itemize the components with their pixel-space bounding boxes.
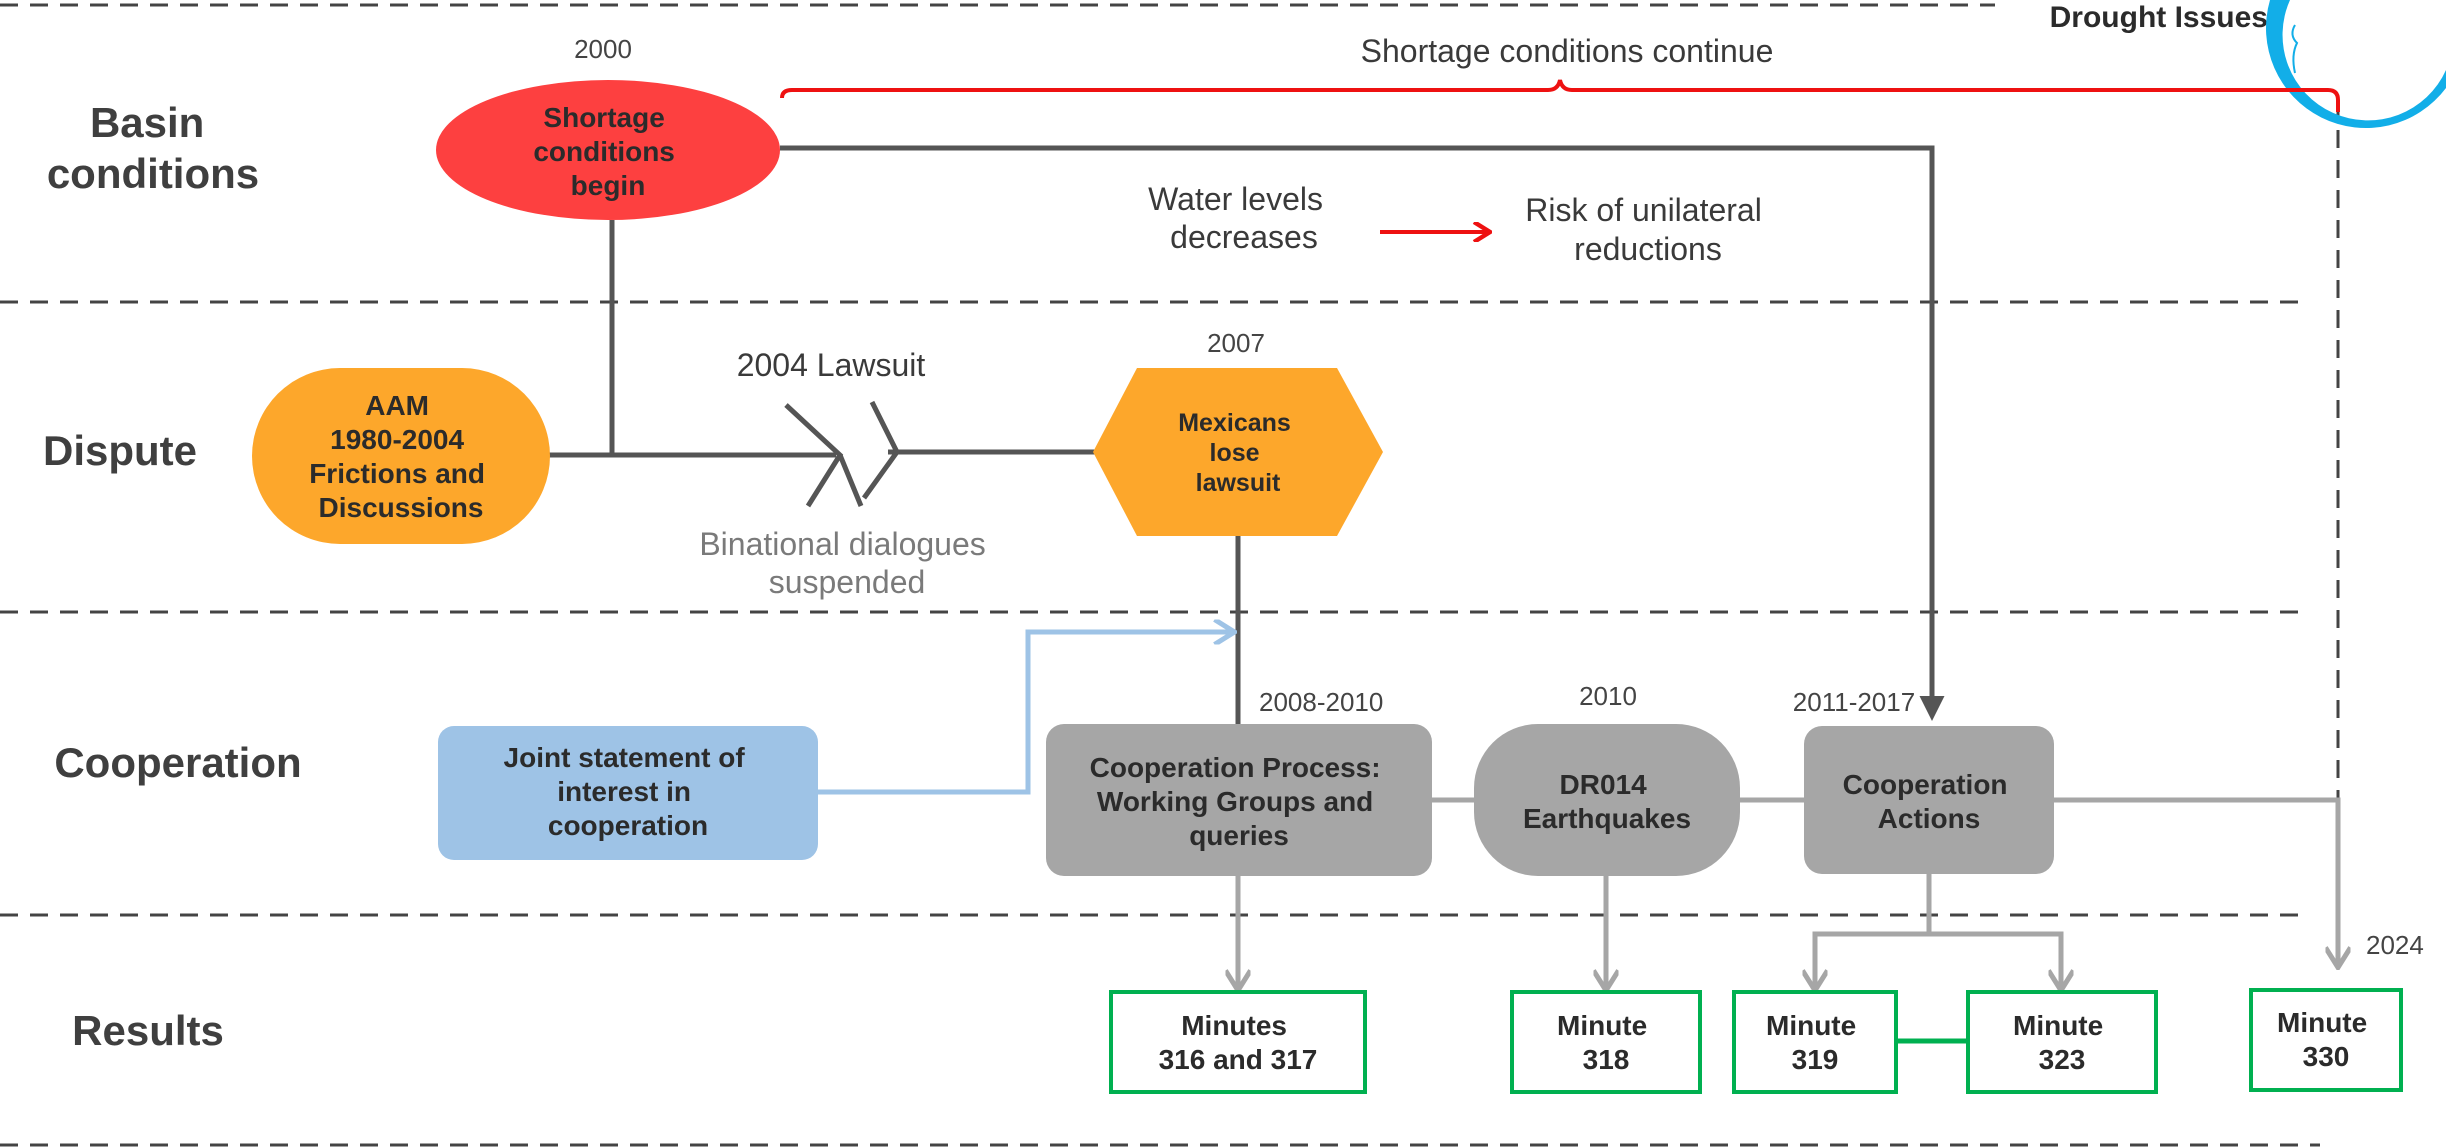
- year-2011-2017: 2011-2017: [1793, 687, 1915, 717]
- svg-text:DR014 Earthquakes: DR014 Earthquakes: [1523, 769, 1691, 834]
- note-2004-lawsuit: 2004 Lawsuit: [737, 347, 926, 383]
- note-dialogues-suspended: Binational dialogues suspended: [699, 526, 994, 600]
- svg-text:Joint statement of inter: Joint statement of interest in cooperati…: [504, 742, 753, 841]
- result-minute-318: Minute 318: [1510, 990, 1702, 1094]
- shortage-continue-bracket: Shortage conditions continue: [780, 33, 2340, 112]
- svg-text:Minute 318: Minute 318: [1557, 1010, 1655, 1075]
- svg-text:AAM 1980-2004 Fric: AAM 1980-2004 Frictions and Discussions: [309, 390, 493, 523]
- note-risk-unilateral: Risk of unilateral reductions: [1525, 192, 1770, 267]
- year-2007: 2007: [1207, 328, 1265, 358]
- result-minute-330: Minute 330: [2249, 988, 2403, 1092]
- line-coop-actions-to-2024: [2052, 797, 2338, 965]
- row-labels: Basin conditions Dispute Cooperation Res…: [43, 99, 302, 1054]
- notes: Water levels decreases Risk of unilatera…: [699, 181, 1770, 600]
- node-cooperation-process: Cooperation Process: Working Groups and …: [1046, 724, 1432, 876]
- water-drop-icon: [2265, 0, 2446, 129]
- line-coop-actions-split: [1812, 872, 2061, 988]
- svg-text:Mexicans lose laws: Mexicans lose lawsuit: [1178, 409, 1298, 497]
- header-title: Drought Issues: [2050, 1, 2268, 34]
- row-label-dispute: Dispute: [43, 427, 197, 474]
- connectors: [548, 145, 2338, 1044]
- note-water-levels: Water levels decreases: [1148, 181, 1332, 255]
- lane-separators: [0, 3, 2340, 1147]
- line-shortage-to-coop-actions: [780, 145, 1945, 721]
- svg-text:Shortage conditions: Shortage conditions begin: [533, 102, 682, 201]
- svg-text:Minutes 316 and 317: Minutes 316 and 317: [1159, 1010, 1318, 1075]
- svg-text:Minute 323: Minute 323: [2013, 1010, 2111, 1075]
- year-labels: 2000 2007 2008-2010 2010 2011-2017 2024: [574, 34, 2424, 960]
- svg-text:Cooperation Actions: Cooperation Actions: [1843, 769, 2016, 834]
- result-minutes-316-317: Minutes 316 and 317: [1109, 990, 1367, 1094]
- svg-text:Minute 330: Minute 330: [2277, 1007, 2375, 1072]
- line-joint-statement-to-coop: [818, 632, 1232, 795]
- row-label-cooperation: Cooperation: [54, 739, 301, 786]
- result-minute-323: Minute 323: [1966, 990, 2158, 1094]
- result-minute-319: Minute 319: [1732, 990, 1898, 1094]
- node-joint-statement: Joint statement of interest in cooperati…: [438, 726, 818, 860]
- svg-text:Minute 319: Minute 319: [1766, 1010, 1864, 1075]
- node-mexicans-lose-lawsuit: Mexicans lose lawsuit: [1093, 368, 1383, 536]
- year-2024: 2024: [2366, 930, 2424, 960]
- year-2000: 2000: [574, 34, 632, 64]
- node-cooperation-actions: Cooperation Actions: [1804, 726, 2054, 874]
- year-2008-2010: 2008-2010: [1259, 687, 1383, 717]
- shortage-continue-label: Shortage conditions continue: [1361, 33, 1774, 69]
- lawsuit-break-symbol: [784, 400, 900, 508]
- row-label-results: Results: [72, 1007, 224, 1054]
- node-shortage-begin: Shortage conditions begin: [436, 80, 780, 220]
- node-aam: AAM 1980-2004 Frictions and Discussions: [252, 368, 550, 544]
- svg-text:Cooperation Process: Wor: Cooperation Process: Working Groups and …: [1090, 752, 1389, 851]
- row-label-basin: Basin conditions: [47, 99, 259, 197]
- year-2010: 2010: [1579, 681, 1637, 711]
- node-dr014-earthquakes: DR014 Earthquakes: [1474, 724, 1740, 876]
- stream-decoration: [2291, 24, 2299, 74]
